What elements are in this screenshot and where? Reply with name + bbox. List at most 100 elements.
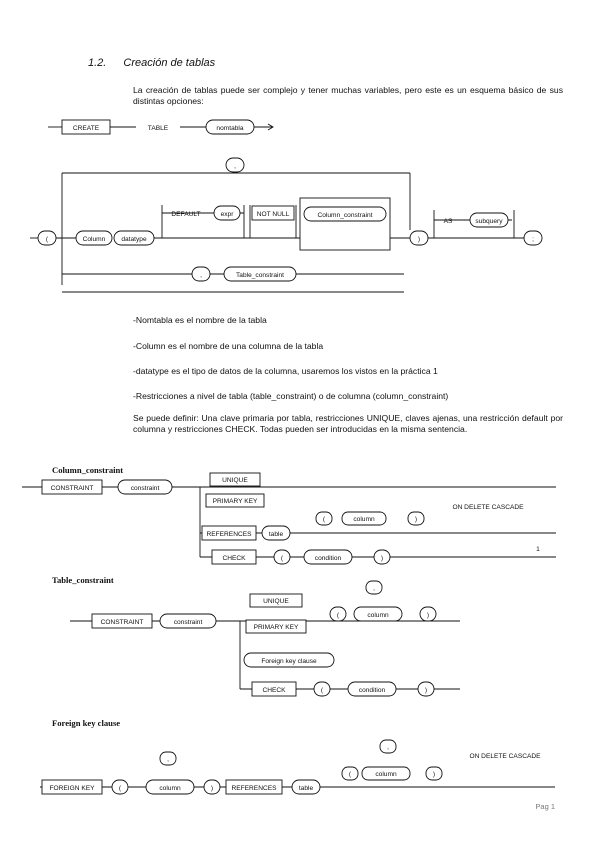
open-paren: ( — [46, 236, 49, 243]
column-constraint-diagram: CONSTRAINT constraint UNIQUE PRIMARY KEY… — [22, 472, 556, 565]
comma-bottom: , — [200, 272, 202, 279]
create-table-diagram: CREATE TABLE nomtabla , ( Column datatyp… — [30, 119, 543, 293]
tc-primary-key-box — [245, 619, 307, 634]
cc-check-open-paren: ( — [281, 555, 284, 562]
cc-condition-node — [303, 549, 353, 565]
table-constraint-label: Table_constraint — [236, 272, 284, 279]
cc-open-paren: ( — [323, 516, 326, 523]
tc-check-open-paren: ( — [321, 687, 324, 694]
fk-comma2: , — [387, 744, 389, 751]
fk-close-paren2-node — [425, 766, 443, 781]
tc-column: column — [367, 612, 389, 619]
tc-check-box — [251, 681, 297, 697]
expr-label: expr — [221, 211, 235, 218]
subquery-label: subquery — [475, 218, 503, 225]
nomtabla-label: nomtabla — [216, 125, 243, 132]
tc-constraint-label: constraint — [174, 619, 203, 626]
semicolon: ; — [532, 236, 534, 243]
paragraph-definitions: Se puede definir: Una clave primaria por… — [133, 413, 563, 434]
fk-close-paren-node — [203, 779, 221, 795]
cc-check: CHECK — [222, 555, 246, 562]
cc-constraint-node — [117, 479, 173, 495]
tc-foreign-key-clause-node — [243, 652, 335, 668]
fk-on-delete-cascade: ON DELETE CASCADE — [469, 753, 541, 760]
column-node — [75, 230, 113, 246]
cc-close-paren-node — [407, 511, 425, 526]
column-constraint-label: Column_constraint — [318, 212, 373, 219]
cc-unique-box — [209, 472, 261, 487]
foreign-key-diagram: FOREIGN KEY ( , column ) REFERENCES tabl… — [40, 739, 555, 795]
cc-constraint-label: constraint — [131, 485, 160, 492]
table-constraint-diagram: CONSTRAINT constraint UNIQUE PRIMARY KEY… — [70, 580, 460, 697]
column-constraint-title: Column_constraint — [52, 465, 124, 475]
fk-foreign-key-box — [41, 779, 103, 795]
cc-constraint-keyword-box — [41, 479, 103, 495]
cc-check-close-paren-node — [373, 549, 391, 565]
tc-open-paren-node — [329, 606, 347, 622]
subquery-node — [469, 212, 509, 228]
intro-paragraph: La creación de tablas puede ser complejo… — [133, 85, 563, 106]
fk-column-node — [145, 779, 195, 795]
create-keyword: CREATE — [73, 125, 100, 132]
tc-primary-key: PRIMARY KEY — [254, 624, 299, 631]
semicolon-node — [523, 230, 543, 246]
bullet-nomtabla: -Nomtabla es el nombre de la tabla — [133, 315, 267, 325]
not-null-box — [251, 205, 295, 221]
cc-primary-key: PRIMARY KEY — [213, 498, 258, 505]
tc-comma: , — [373, 585, 375, 592]
tc-comma-node — [365, 580, 383, 595]
comma-top-node — [225, 157, 245, 173]
cc-check-close-paren: ) — [381, 555, 383, 562]
section-number: 1.2. — [88, 57, 107, 69]
fk-open-paren2-node — [341, 766, 359, 781]
cc-unique: UNIQUE — [222, 477, 248, 484]
fk-references: REFERENCES — [231, 785, 277, 792]
tc-constraint-node — [159, 613, 217, 629]
section-heading: 1.2. Creación de tablas — [88, 57, 215, 69]
cc-column-node — [341, 511, 387, 526]
cc-check-box — [211, 549, 257, 565]
as-keyword: AS — [444, 218, 453, 225]
cc-condition: condition — [315, 555, 342, 562]
tc-constraint-keyword-box — [91, 613, 153, 629]
column-constraint-box — [299, 197, 391, 251]
datatype-label: datatype — [121, 236, 147, 243]
tc-check-open-paren-node — [313, 681, 331, 697]
cc-references: REFERENCES — [206, 531, 252, 538]
cc-references-box — [201, 525, 257, 541]
fk-open-paren: ( — [119, 785, 122, 792]
comma-bottom-node — [191, 266, 211, 282]
tc-condition-node — [347, 681, 397, 697]
section-title: Creación de tablas — [123, 57, 216, 69]
cc-stray-mark: 1 — [536, 546, 540, 553]
tc-check-close-paren-node — [417, 681, 435, 697]
fk-column: column — [159, 785, 181, 792]
fk-close-paren2: ) — [433, 771, 435, 778]
fk-open-paren-node — [111, 779, 129, 795]
tc-close-paren: ) — [427, 612, 429, 619]
fk-references-box — [225, 779, 283, 795]
table-keyword: TABLE — [148, 125, 169, 132]
cc-close-paren: ) — [415, 516, 417, 523]
bullet-restricciones: -Restricciones a nivel de tabla (table_c… — [133, 391, 449, 401]
fk-comma2-node — [379, 739, 397, 754]
tc-open-paren: ( — [337, 612, 340, 619]
fk-comma-node — [159, 751, 177, 766]
cc-on-delete-cascade: ON DELETE CASCADE — [452, 504, 524, 511]
close-paren: ) — [418, 236, 420, 243]
fk-comma: , — [167, 756, 169, 763]
cc-check-open-paren-node — [273, 549, 291, 565]
tc-unique-box — [249, 593, 303, 608]
column-label: Column — [83, 236, 106, 243]
cc-constraint-keyword: CONSTRAINT — [51, 485, 94, 492]
cc-open-paren-node — [315, 511, 333, 526]
comma-top: , — [234, 163, 236, 170]
tc-close-paren-node — [419, 606, 437, 622]
bullet-column: -Column es el nombre de una columna de l… — [133, 341, 324, 351]
tc-constraint-keyword: CONSTRAINT — [101, 619, 144, 626]
tc-foreign-key-clause: Foreign key clause — [261, 658, 317, 665]
cc-column: column — [353, 516, 375, 523]
fk-table-node — [291, 779, 321, 795]
tc-check-close-paren: ) — [425, 687, 427, 694]
fk-close-paren: ) — [211, 785, 213, 792]
